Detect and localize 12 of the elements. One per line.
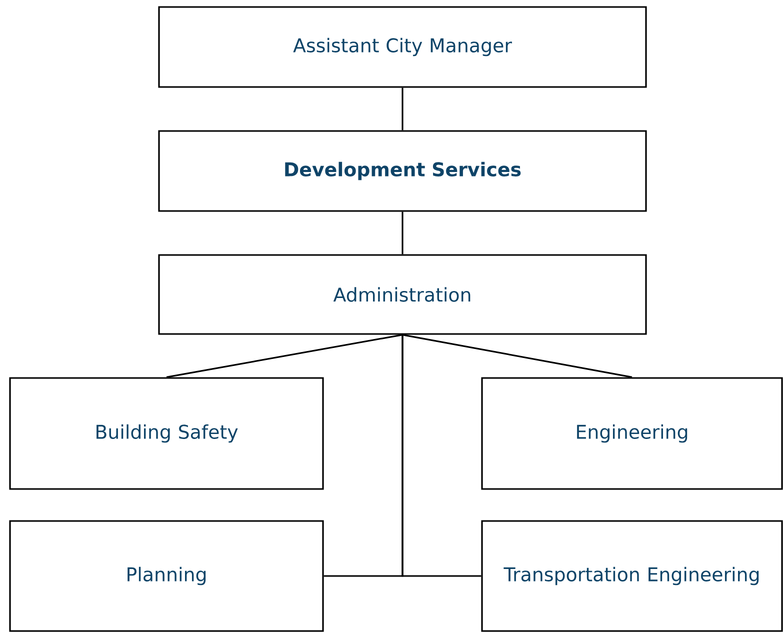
- connector-line: [402, 88, 404, 130]
- org-box: Building Safety: [9, 377, 324, 490]
- org-box: Planning: [9, 520, 324, 632]
- org-box: Administration: [158, 254, 647, 335]
- org-box: Assistant City Manager: [158, 6, 647, 88]
- org-box: Engineering: [481, 377, 783, 490]
- org-box: Transportation Engineering: [481, 520, 783, 632]
- connector-line: [402, 334, 632, 378]
- connector-line: [402, 212, 404, 254]
- connector-line: [166, 334, 403, 378]
- connector-line: [402, 334, 482, 577]
- title-box: Development Services: [158, 130, 647, 212]
